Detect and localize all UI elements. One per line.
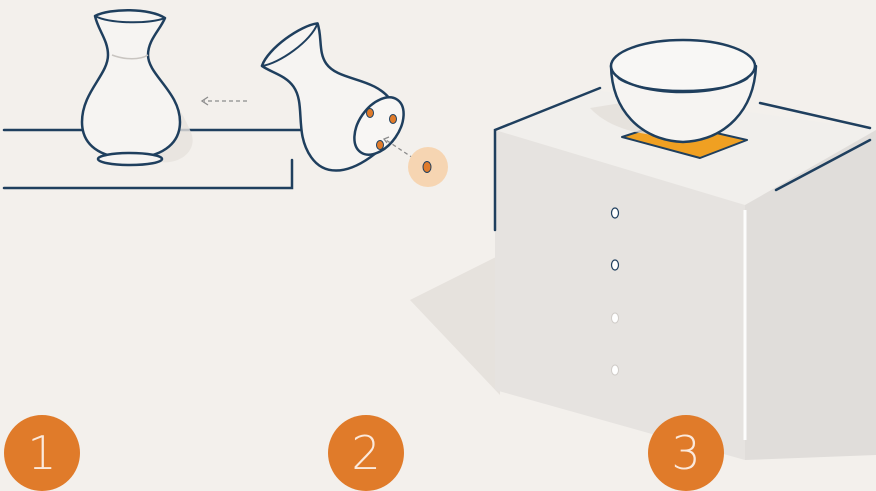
- step-2-illustration: [260, 22, 448, 187]
- step-1-number: 1: [27, 426, 57, 480]
- step-3-illustration: [410, 38, 876, 460]
- step-1-illustration: [2, 8, 305, 190]
- step-2-badge: 2: [328, 415, 404, 491]
- cabinet-front: [495, 130, 745, 460]
- adhesive-dot-icon: [422, 161, 432, 173]
- step-2-number: 2: [351, 426, 381, 480]
- cabinet-side: [745, 130, 876, 460]
- adhesive-dots-on-base: [366, 108, 397, 150]
- bowl-icon: [609, 38, 758, 144]
- cabinet-shadow: [410, 255, 500, 395]
- step-1-badge: 1: [4, 415, 80, 491]
- drawer-knobs: [610, 207, 620, 376]
- move-arrow: [200, 96, 247, 106]
- vase-icon: [80, 8, 182, 167]
- step-3-badge: 3: [648, 415, 724, 491]
- step-3-number: 3: [671, 426, 701, 480]
